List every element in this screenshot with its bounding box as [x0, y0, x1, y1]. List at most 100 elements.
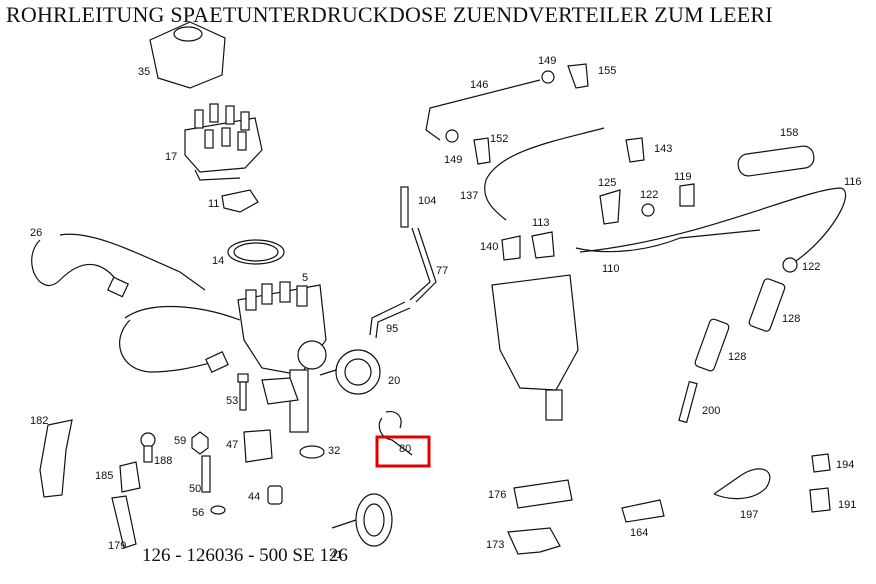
label-104: 104: [418, 195, 436, 207]
part-200-fitting[interactable]: [678, 380, 698, 424]
label-179: 179: [108, 540, 126, 552]
label-41: 41: [330, 549, 342, 561]
label-128: 128: [782, 313, 800, 325]
label-116: 116: [844, 176, 862, 188]
part-113-elbow[interactable]: [531, 231, 555, 259]
part-140-elbow[interactable]: [501, 235, 521, 261]
label-26: 26: [30, 227, 42, 239]
part-182-bracket[interactable]: [39, 419, 73, 498]
part-20-vacuum-unit[interactable]: [319, 349, 381, 395]
label-122b: 122: [802, 261, 820, 273]
footer-caption: 126 - 126036 - 500 SE 126: [142, 545, 348, 566]
part-188-bolt[interactable]: [140, 432, 156, 463]
part-5-distributor[interactable]: [237, 281, 327, 433]
label-32: 32: [328, 445, 340, 457]
label-20: 20: [388, 375, 400, 387]
part-17-cap-towers[interactable]: [184, 103, 263, 181]
label-185: 185: [95, 470, 113, 482]
label-146: 146: [470, 79, 488, 91]
label-149: 149: [538, 55, 556, 67]
label-143: 143: [654, 143, 672, 155]
label-17: 17: [165, 151, 177, 163]
part-191-clip[interactable]: [809, 487, 831, 513]
part-26-lead[interactable]: [31, 233, 241, 373]
label-56: 56: [192, 507, 204, 519]
label-191: 191: [838, 499, 856, 511]
label-50: 50: [189, 483, 201, 495]
part-137-pipe[interactable]: [484, 127, 605, 221]
part-11-rotor[interactable]: [221, 189, 259, 213]
label-155: 155: [598, 65, 616, 77]
part-47-clip[interactable]: [243, 429, 273, 463]
part-143-elbow[interactable]: [625, 137, 645, 163]
part-158-sleeve[interactable]: [737, 145, 815, 177]
part-59-nut[interactable]: [191, 431, 209, 455]
part-122b-fitting[interactable]: [782, 257, 798, 273]
part-119-clip[interactable]: [679, 183, 695, 207]
part-95-hose[interactable]: [369, 301, 411, 339]
label-11: 11: [208, 198, 219, 210]
part-146-pipe[interactable]: [425, 79, 541, 141]
label-197: 197: [740, 509, 758, 521]
label-137: 137: [460, 190, 478, 202]
part-injection-pump[interactable]: [491, 274, 579, 421]
part-110-pipe[interactable]: [575, 229, 761, 253]
label-77: 77: [436, 265, 448, 277]
label-164: 164: [630, 527, 648, 539]
label-152: 152: [490, 133, 508, 145]
part-149b-fitting[interactable]: [445, 129, 459, 143]
part-35-cap[interactable]: [149, 21, 226, 89]
part-194-clip[interactable]: [811, 453, 831, 473]
label-95: 95: [386, 323, 398, 335]
part-104-hose[interactable]: [400, 186, 409, 228]
label-128b: 128: [728, 351, 746, 363]
part-152-elbow[interactable]: [473, 137, 491, 165]
label-119: 119: [674, 171, 692, 183]
part-125-elbow[interactable]: [599, 189, 621, 225]
label-113: 113: [532, 217, 550, 229]
label-125: 125: [598, 177, 616, 189]
label-80: 80: [399, 443, 411, 455]
part-122-fitting[interactable]: [641, 203, 655, 217]
part-14-ring[interactable]: [227, 239, 285, 265]
part-32-washer[interactable]: [299, 445, 325, 459]
label-14: 14: [212, 255, 224, 267]
label-200: 200: [702, 405, 720, 417]
label-35: 35: [138, 66, 150, 78]
label-140: 140: [480, 241, 498, 253]
label-5: 5: [302, 272, 308, 284]
part-128b-connector[interactable]: [694, 318, 730, 372]
label-188: 188: [154, 455, 172, 467]
label-110: 110: [602, 263, 620, 275]
label-182: 182: [30, 415, 48, 427]
part-197-cable-tie[interactable]: [713, 468, 771, 500]
part-176-shield[interactable]: [513, 479, 573, 509]
label-53: 53: [226, 395, 238, 407]
part-164-clamp[interactable]: [621, 499, 665, 523]
label-44: 44: [248, 491, 260, 503]
part-77-hose[interactable]: [409, 227, 437, 303]
part-128-connector[interactable]: [748, 278, 786, 333]
part-173-bracket[interactable]: [507, 527, 561, 555]
part-155-elbow[interactable]: [567, 63, 589, 89]
label-158: 158: [780, 127, 798, 139]
part-179-strap[interactable]: [111, 495, 137, 549]
part-80-pipe[interactable]: [375, 411, 431, 468]
part-149-fitting[interactable]: [541, 70, 555, 84]
part-labels: 35 17 11 14 5 26 53 20 104 77 95 80 32 1…: [30, 55, 862, 561]
label-176: 176: [488, 489, 506, 501]
label-149b: 149: [444, 154, 462, 166]
part-41-pulley[interactable]: [331, 493, 393, 547]
part-50-stud[interactable]: [201, 455, 211, 493]
part-53-bolt[interactable]: [237, 373, 249, 411]
part-56-washer[interactable]: [210, 505, 226, 515]
page-title: ROHRLEITUNG SPAETUNTERDRUCKDOSE ZUENDVER…: [6, 2, 773, 27]
label-122: 122: [640, 189, 658, 201]
label-59: 59: [174, 435, 186, 447]
label-173: 173: [486, 539, 504, 551]
part-44-grommet[interactable]: [267, 485, 283, 505]
part-185-clamp[interactable]: [119, 461, 141, 493]
part-116-pipe[interactable]: [579, 187, 847, 266]
label-47: 47: [226, 439, 238, 451]
